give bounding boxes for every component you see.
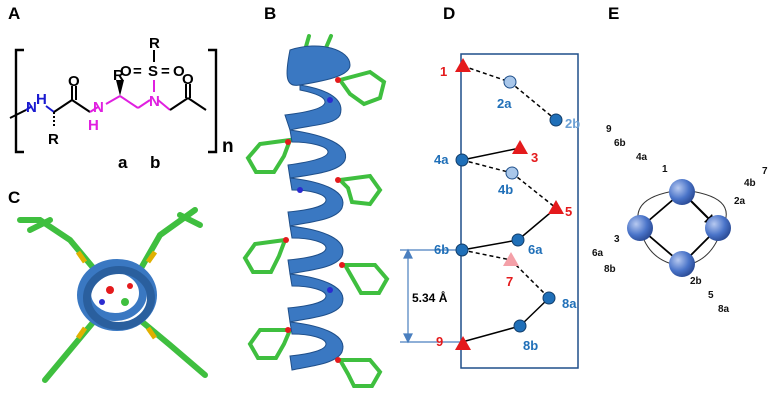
label-2b: 2b [565,116,580,131]
atom-r-left: R [48,131,59,148]
bond [25,105,33,111]
bond [119,95,139,109]
marker-2b [549,113,563,127]
wheel-label-3: 3 [614,234,620,245]
wheel-label-4a: 4a [636,152,648,163]
wheel-label-6b: 6b [614,138,626,149]
wheel-label-9: 9 [606,124,612,135]
atom-o-sulfonyl-left: O [120,63,132,80]
marker-9 [455,336,471,350]
panel-e-helical-wheel: 9 6b 4a 1 7 4b 2a 3 6a 8b 2b 5 8a [592,124,768,315]
panel-a-structure: n N H O R R N H R O = S = O N O a b [9,35,234,172]
wheel-label-7: 7 [762,166,768,177]
bond [71,99,91,113]
panel-c-topview-image [17,207,208,383]
atom-r-sulfonyl: R [149,35,160,52]
radial-side-chains [17,207,208,383]
label-6a: 6a [528,242,543,257]
atom-r-mid: R [113,67,124,84]
sphere-left [627,215,653,241]
label-2a: 2a [497,96,512,111]
marker-4b [505,166,519,180]
wheel-label-2a: 2a [734,196,746,207]
atom-h-mid: H [88,117,99,134]
atom-n-sulfonyl: N [149,93,160,110]
wheel-label-8a: 8a [718,304,730,315]
marker-5 [548,200,564,214]
sulfonyl-eq-right: = [161,63,170,80]
bond [187,97,207,111]
residue-label-b: b [150,153,160,172]
marker-1 [455,58,471,72]
atom-n-left: N [26,99,37,116]
label-1: 1 [440,64,447,79]
wheel-label-1: 1 [662,164,668,175]
label-8b: 8b [523,338,538,353]
atom-o-right: O [182,71,194,88]
atom-o-sulfonyl-right: O [173,63,185,80]
bond [89,106,99,113]
panel-label-b: B [264,4,277,23]
marker-7 [503,252,519,266]
label-6b: 6b [434,242,449,257]
bond [105,95,121,105]
panel-d-helical-net: 5.34 Å 1 2a 2b 3 4a 4b 5 6a 6b 7 8a 8b 9 [400,53,580,369]
panel-label-c: C [8,188,21,207]
distance-marker [400,248,462,344]
sphere-top [669,179,695,205]
helix-ribbon [284,45,351,371]
label-5: 5 [565,204,572,219]
label-4b: 4b [498,182,513,197]
sphere-right [705,215,731,241]
label-9: 9 [436,334,443,349]
wheel-label-6a: 6a [592,248,604,259]
wheel-label-8b: 8b [604,264,616,275]
marker-6b [455,243,469,257]
label-8a: 8a [562,296,577,311]
marker-2a [503,75,517,89]
atom-n-mid: N [93,99,104,116]
label-3: 3 [531,150,538,165]
n-subscript: n [222,136,234,157]
left-bracket [14,48,24,154]
wheel-label-5: 5 [708,290,714,301]
core-atoms [99,283,133,306]
right-bracket [208,48,218,154]
atom-s: S [148,63,158,80]
bond [137,99,151,109]
panel-label-a: A [8,4,21,23]
label-4a: 4a [434,152,449,167]
label-7: 7 [506,274,513,289]
marker-3 [512,140,528,154]
sulfonyl-links [75,250,158,340]
atom-markers [283,77,345,363]
bond [45,105,55,113]
panel-b-helix-image [242,34,390,388]
marker-8b [513,319,527,333]
bond [157,99,171,111]
wheel-label-2b: 2b [690,276,702,287]
sulfonyl-eq-left: = [133,63,142,80]
wedge-bond [116,80,124,96]
side-chain-sticks [242,34,390,388]
bond [53,99,73,113]
bond [9,109,27,119]
bond [169,97,189,111]
panel-label-d: D [443,4,456,23]
helix-rings [77,259,157,331]
dashed-bonds [461,65,557,299]
panel-label-e: E [608,4,620,23]
distance-label: 5.34 Å [412,290,448,305]
residue-label-a: a [118,153,128,172]
wheel-label-4b: 4b [744,178,756,189]
net-frame [460,53,579,369]
marker-4a [455,153,469,167]
sphere-bottom [669,251,695,277]
marker-6a [511,233,525,247]
atom-h-left: H [36,91,47,108]
marker-8a [542,291,556,305]
atom-o-left: O [68,73,80,90]
